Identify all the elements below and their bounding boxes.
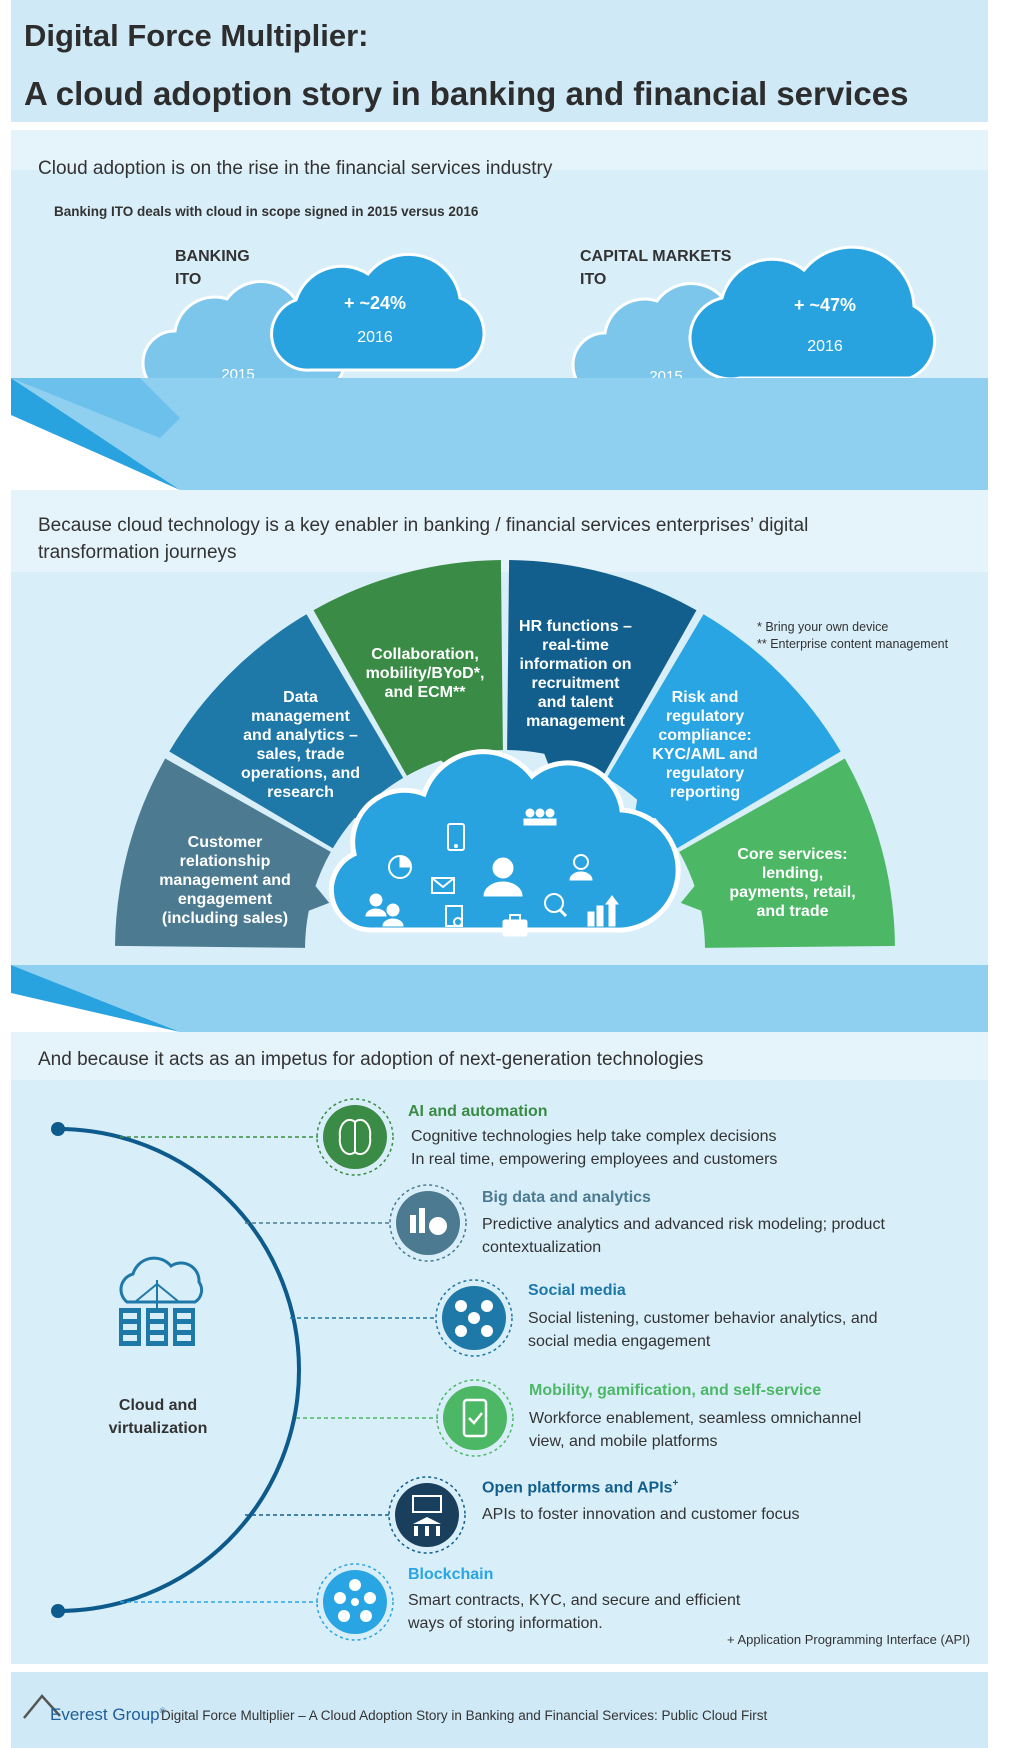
section1-header-bar bbox=[11, 130, 988, 170]
tech-blockchain-title: Blockchain bbox=[408, 1566, 494, 1583]
document-search-icon bbox=[445, 905, 463, 927]
tech-blockchain-circle bbox=[316, 1563, 394, 1641]
section3-heading: And because it acts as an impetus for ad… bbox=[38, 1049, 704, 1070]
segment-crm-pointer bbox=[306, 884, 330, 912]
segment-collaboration-shape bbox=[313, 560, 503, 776]
segment-core-services-pointer bbox=[680, 884, 704, 912]
tech-social-title: Social media bbox=[528, 1282, 626, 1299]
timeline-arc bbox=[57, 1127, 301, 1613]
support-agent-icon bbox=[569, 854, 593, 881]
footnote-byod: * Bring your own device bbox=[757, 620, 889, 634]
tech-ai-circle bbox=[316, 1098, 394, 1176]
capital-2016-cloud bbox=[688, 245, 937, 381]
section3-panel bbox=[11, 1032, 988, 1664]
dashed-connectors bbox=[120, 1136, 438, 1603]
banking-2016-cloud bbox=[270, 252, 486, 372]
clouds-graphic bbox=[141, 245, 937, 399]
central-cloud bbox=[328, 749, 681, 933]
footer-bar bbox=[11, 1672, 988, 1748]
everest-logo-icon bbox=[23, 1694, 61, 1719]
segment-core-services-text: Core services:lending,payments, retail,a… bbox=[729, 846, 856, 920]
section1-heading: Cloud adoption is on the rise in the fin… bbox=[38, 158, 553, 179]
banking-label: BANKING ITO bbox=[175, 248, 250, 288]
tech-mobility-title: Mobility, gamification, and self-service bbox=[529, 1382, 822, 1399]
pie-chart-icon bbox=[388, 855, 412, 879]
capital-2016-label: 2016 bbox=[807, 338, 843, 355]
arc-end-dot bbox=[51, 1604, 65, 1618]
segment-risk-shape bbox=[606, 614, 841, 849]
tech-bigdata-desc: Predictive analytics and advanced risk m… bbox=[482, 1216, 885, 1256]
meeting-icon bbox=[523, 808, 557, 826]
section2-header-bar bbox=[11, 490, 988, 572]
section3-header-bar bbox=[11, 1032, 988, 1080]
tech-blockchain-desc: Smart contracts, KYC, and secure and eff… bbox=[408, 1592, 741, 1632]
mobile-icon bbox=[447, 823, 465, 851]
footer-brand: Everest Group® bbox=[50, 1705, 166, 1724]
banking-2016-label: 2016 bbox=[357, 329, 393, 346]
globe-search-icon bbox=[544, 893, 568, 918]
segment-core-services-shape bbox=[679, 758, 895, 948]
section2-heading: Because cloud technology is a key enable… bbox=[38, 515, 809, 563]
tech-social-circle bbox=[435, 1279, 513, 1357]
section1-subheading: Banking ITO deals with cloud in scope si… bbox=[54, 204, 479, 219]
tech-mobility-desc: Workforce enablement, seamless omnichann… bbox=[529, 1410, 862, 1450]
arc-segments bbox=[115, 560, 895, 948]
tech-ai-title: AI and automation bbox=[408, 1103, 548, 1120]
arc-start-dot bbox=[51, 1122, 65, 1136]
section-connector-2 bbox=[11, 965, 988, 1032]
people-exchange-icon bbox=[365, 893, 404, 927]
growth-chart-icon bbox=[587, 895, 619, 927]
tech-platforms-title: Open platforms and APIs+ bbox=[482, 1478, 679, 1497]
briefcase-icon bbox=[502, 914, 528, 937]
cloud-icons bbox=[365, 808, 619, 937]
cloud-virtualization-icon bbox=[119, 1256, 204, 1346]
tech-platforms-desc: APIs to foster innovation and customer f… bbox=[482, 1506, 800, 1523]
tech-ai-desc: Cognitive technologies help take complex… bbox=[411, 1128, 778, 1168]
enabler-arc-graphic bbox=[115, 560, 895, 948]
tech-social-desc: Social listening, customer behavior anal… bbox=[528, 1310, 878, 1350]
footer-text: Digital Force Multiplier – A Cloud Adopt… bbox=[161, 1708, 768, 1723]
tech-bigdata-title: Big data and analytics bbox=[482, 1189, 651, 1206]
person-icon bbox=[483, 857, 523, 897]
title-line1: Digital Force Multiplier: bbox=[24, 18, 369, 53]
capital-markets-label: CAPITAL MARKETS ITO bbox=[580, 248, 732, 288]
envelope-icon bbox=[431, 877, 455, 894]
segment-hr-shape bbox=[507, 560, 697, 776]
technology-arc-graphic bbox=[51, 1098, 514, 1641]
section-connector-1 bbox=[11, 378, 988, 490]
segment-data-management-shape bbox=[169, 614, 404, 849]
banking-growth-value: + ~24% bbox=[343, 293, 407, 313]
segment-collaboration-text: Collaboration,mobility/BYoD*,and ECM** bbox=[365, 646, 485, 701]
api-footnote: + Application Programming Interface (API… bbox=[727, 1632, 971, 1647]
title-line2: A cloud adoption story in banking and fi… bbox=[24, 75, 909, 112]
footnote-ecm: ** Enterprise content management bbox=[757, 637, 949, 651]
title-banner bbox=[11, 0, 988, 122]
cloud-virtualization-label: Cloud and virtualization bbox=[108, 1397, 208, 1437]
capital-growth-value: + ~47% bbox=[793, 295, 857, 315]
tech-platforms-circle bbox=[388, 1476, 466, 1554]
tech-mobility-circle bbox=[436, 1379, 514, 1457]
tech-bigdata-circle bbox=[389, 1184, 467, 1262]
segment-crm-shape bbox=[115, 758, 331, 948]
